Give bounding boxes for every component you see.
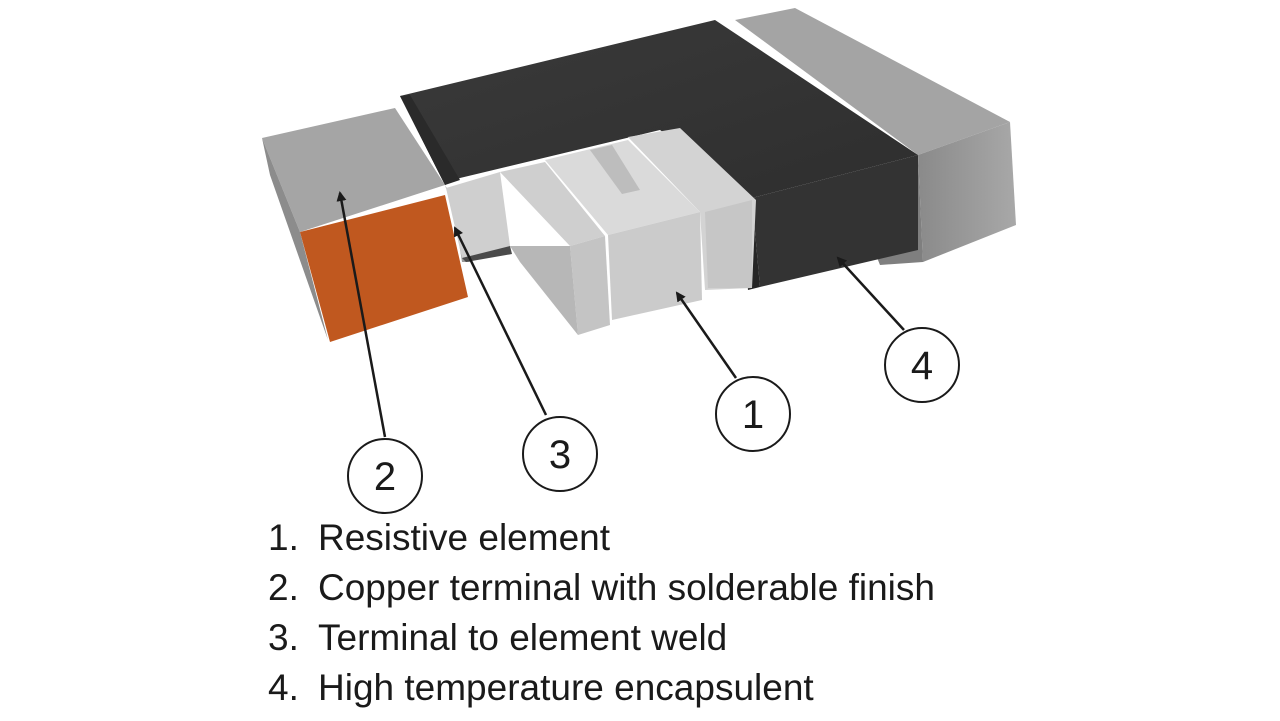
callout-number: 4 bbox=[911, 344, 933, 388]
callout-3: 3 bbox=[522, 416, 598, 492]
leader-lines bbox=[336, 191, 905, 438]
encapsulant-body bbox=[400, 20, 918, 290]
legend-item-3: 3. Terminal to element weld bbox=[268, 613, 935, 663]
callout-4: 4 bbox=[884, 327, 960, 403]
resistive-element bbox=[500, 128, 756, 335]
copper-terminal-face bbox=[300, 195, 468, 342]
callout-1: 1 bbox=[715, 376, 791, 452]
legend-text: Terminal to element weld bbox=[318, 617, 728, 658]
legend-number: 4. bbox=[268, 667, 299, 708]
callout-number: 1 bbox=[742, 393, 764, 437]
legend-text: Copper terminal with solderable finish bbox=[318, 567, 935, 608]
callout-number: 3 bbox=[549, 433, 571, 477]
legend-item-1: 1. Resistive element bbox=[268, 513, 935, 563]
leader-line-1 bbox=[675, 291, 738, 379]
leader-line-2 bbox=[336, 191, 387, 438]
leader-line-3 bbox=[453, 226, 548, 416]
callout-2: 2 bbox=[347, 438, 423, 514]
legend-item-4: 4. High temperature encapsulent bbox=[268, 663, 935, 713]
legend-item-2: 2. Copper terminal with solderable finish bbox=[268, 563, 935, 613]
legend-list: 1. Resistive element 2. Copper terminal wi… bbox=[268, 513, 935, 713]
legend-number: 2. bbox=[268, 567, 299, 608]
legend-text: High temperature encapsulent bbox=[318, 667, 814, 708]
leader-line-4 bbox=[836, 256, 905, 331]
legend-number: 1. bbox=[268, 517, 299, 558]
legend-number: 3. bbox=[268, 617, 299, 658]
legend-text: Resistive element bbox=[318, 517, 611, 558]
callout-number: 2 bbox=[374, 455, 396, 499]
